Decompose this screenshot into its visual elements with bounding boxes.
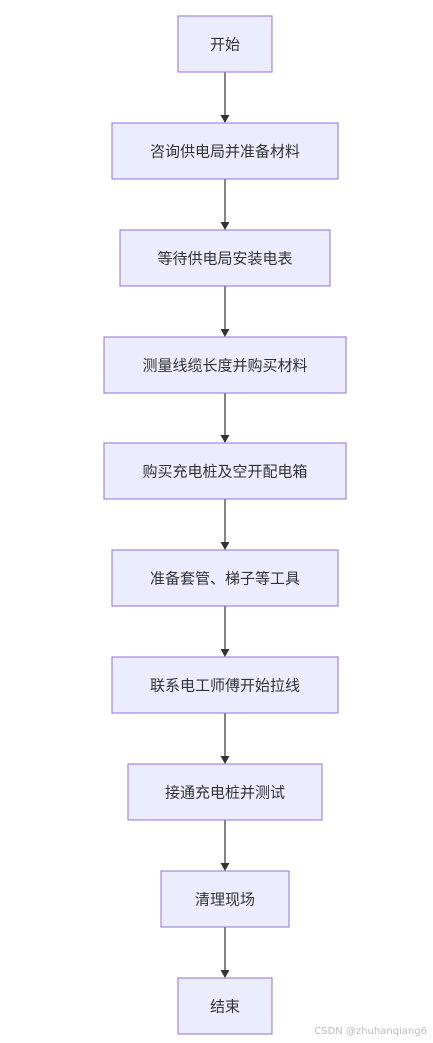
watermark: CSDN @zhuhanqiang6 (314, 1026, 427, 1037)
node-label: 购买充电桩及空开配电箱 (142, 463, 307, 481)
arrowhead-icon (220, 756, 230, 764)
node-label: 接通充电桩并测试 (165, 784, 285, 802)
arrow-wait-meter-to-measure (220, 286, 230, 337)
arrow-measure-to-buy-charger (220, 393, 230, 443)
node-box (111, 122, 339, 180)
node-buy-charger: 购买充电桩及空开配电箱 (103, 442, 347, 500)
arrow-consult-to-wait-meter (220, 179, 230, 230)
node-box (127, 763, 323, 821)
node-connect-test: 接通充电桩并测试 (127, 763, 323, 821)
arrowhead-icon (220, 970, 230, 978)
node-wait-meter: 等待供电局安装电表 (119, 229, 331, 287)
node-label: 联系电工师傅开始拉线 (150, 677, 300, 695)
node-label: 结束 (210, 998, 240, 1016)
arrow-buy-charger-to-prepare-tools (220, 499, 230, 550)
node-label: 咨询供电局并准备材料 (150, 143, 300, 161)
node-prepare-tools: 准备套管、梯子等工具 (111, 549, 339, 607)
node-label: 测量线缆长度并购买材料 (142, 357, 307, 375)
node-box (111, 549, 339, 607)
node-consult: 咨询供电局并准备材料 (111, 122, 339, 180)
node-box (160, 870, 290, 928)
arrow-contact-electrician-to-connect-test (220, 713, 230, 764)
node-box (177, 15, 273, 73)
node-box (111, 656, 339, 714)
arrow-cleanup-to-end (220, 927, 230, 978)
arrowhead-icon (220, 222, 230, 230)
arrowhead-icon (220, 649, 230, 657)
node-start: 开始 (177, 15, 273, 73)
node-contact-electrician: 联系电工师傅开始拉线 (111, 656, 339, 714)
node-box (103, 336, 347, 394)
arrow-prepare-tools-to-contact-electrician (220, 606, 230, 657)
arrow-start-to-consult (220, 72, 230, 123)
node-label: 准备套管、梯子等工具 (150, 570, 300, 588)
node-cleanup: 清理现场 (160, 870, 290, 928)
node-box (119, 229, 331, 287)
arrowhead-icon (220, 863, 230, 871)
node-box (103, 442, 347, 500)
node-label: 等待供电局安装电表 (157, 250, 292, 268)
arrowhead-icon (220, 542, 230, 550)
node-box (177, 977, 273, 1035)
node-end: 结束 (177, 977, 273, 1035)
arrowhead-icon (220, 329, 230, 337)
arrow-connect-test-to-cleanup (220, 820, 230, 871)
node-label: 清理现场 (195, 891, 255, 909)
arrowhead-icon (220, 435, 230, 443)
arrowhead-icon (220, 115, 230, 123)
node-measure: 测量线缆长度并购买材料 (103, 336, 347, 394)
node-label: 开始 (210, 36, 240, 54)
